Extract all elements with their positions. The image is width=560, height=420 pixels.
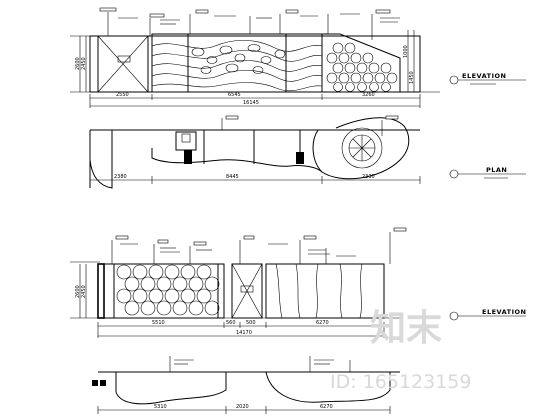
right-dim-2: 1450	[409, 71, 415, 84]
elev2-dim-1: 5510	[152, 320, 165, 326]
elev2-dim-2: 560	[226, 320, 236, 326]
plan2-dim-1: 5310	[154, 404, 167, 410]
elevation-2-title: ELEVATION	[482, 308, 526, 316]
plan1-dim-1: 2380	[114, 174, 127, 180]
plan2-dim-2: 2020	[236, 404, 249, 410]
watermark-logo: 知末	[370, 308, 442, 349]
right-dim-1: 1000	[403, 45, 409, 58]
dim-2: 6545	[228, 92, 241, 98]
plan-1-title: PLAN	[486, 166, 507, 174]
elevation-1-title: ELEVATION	[462, 72, 506, 80]
elevation-2: 5510 560 500 6270 14170 2600 2450 ELEVAT…	[70, 227, 526, 338]
elevation-1: 2550 6545 3260 16145 2600 2450 1000 1450…	[70, 7, 526, 108]
elev2-dim-total: 14170	[236, 330, 252, 336]
plan-2: 5310 2020 6270	[92, 356, 400, 414]
plan1-dim-3: 2330	[362, 174, 375, 180]
dim-1: 2550	[116, 92, 129, 98]
elev2-side-dim-1: 2600	[75, 285, 81, 298]
side-dim-1: 2600	[75, 57, 81, 70]
elev2-dim-3: 500	[246, 320, 256, 326]
side-dim-2: 2450	[81, 57, 87, 70]
elev2-side-dim-2: 2450	[81, 285, 87, 298]
plan-1: 2380 8445 2330 PLAN	[89, 115, 526, 189]
plan1-dim-2: 8445	[226, 174, 239, 180]
watermark-id: ID: 165123159	[330, 371, 471, 393]
watermark: 知末 ID: 165123159	[330, 308, 471, 393]
plan2-dim-3: 6270	[320, 404, 333, 410]
elev2-dim-4: 6270	[316, 320, 329, 326]
dim-3: 3260	[362, 92, 375, 98]
dim-total: 16145	[243, 100, 259, 106]
